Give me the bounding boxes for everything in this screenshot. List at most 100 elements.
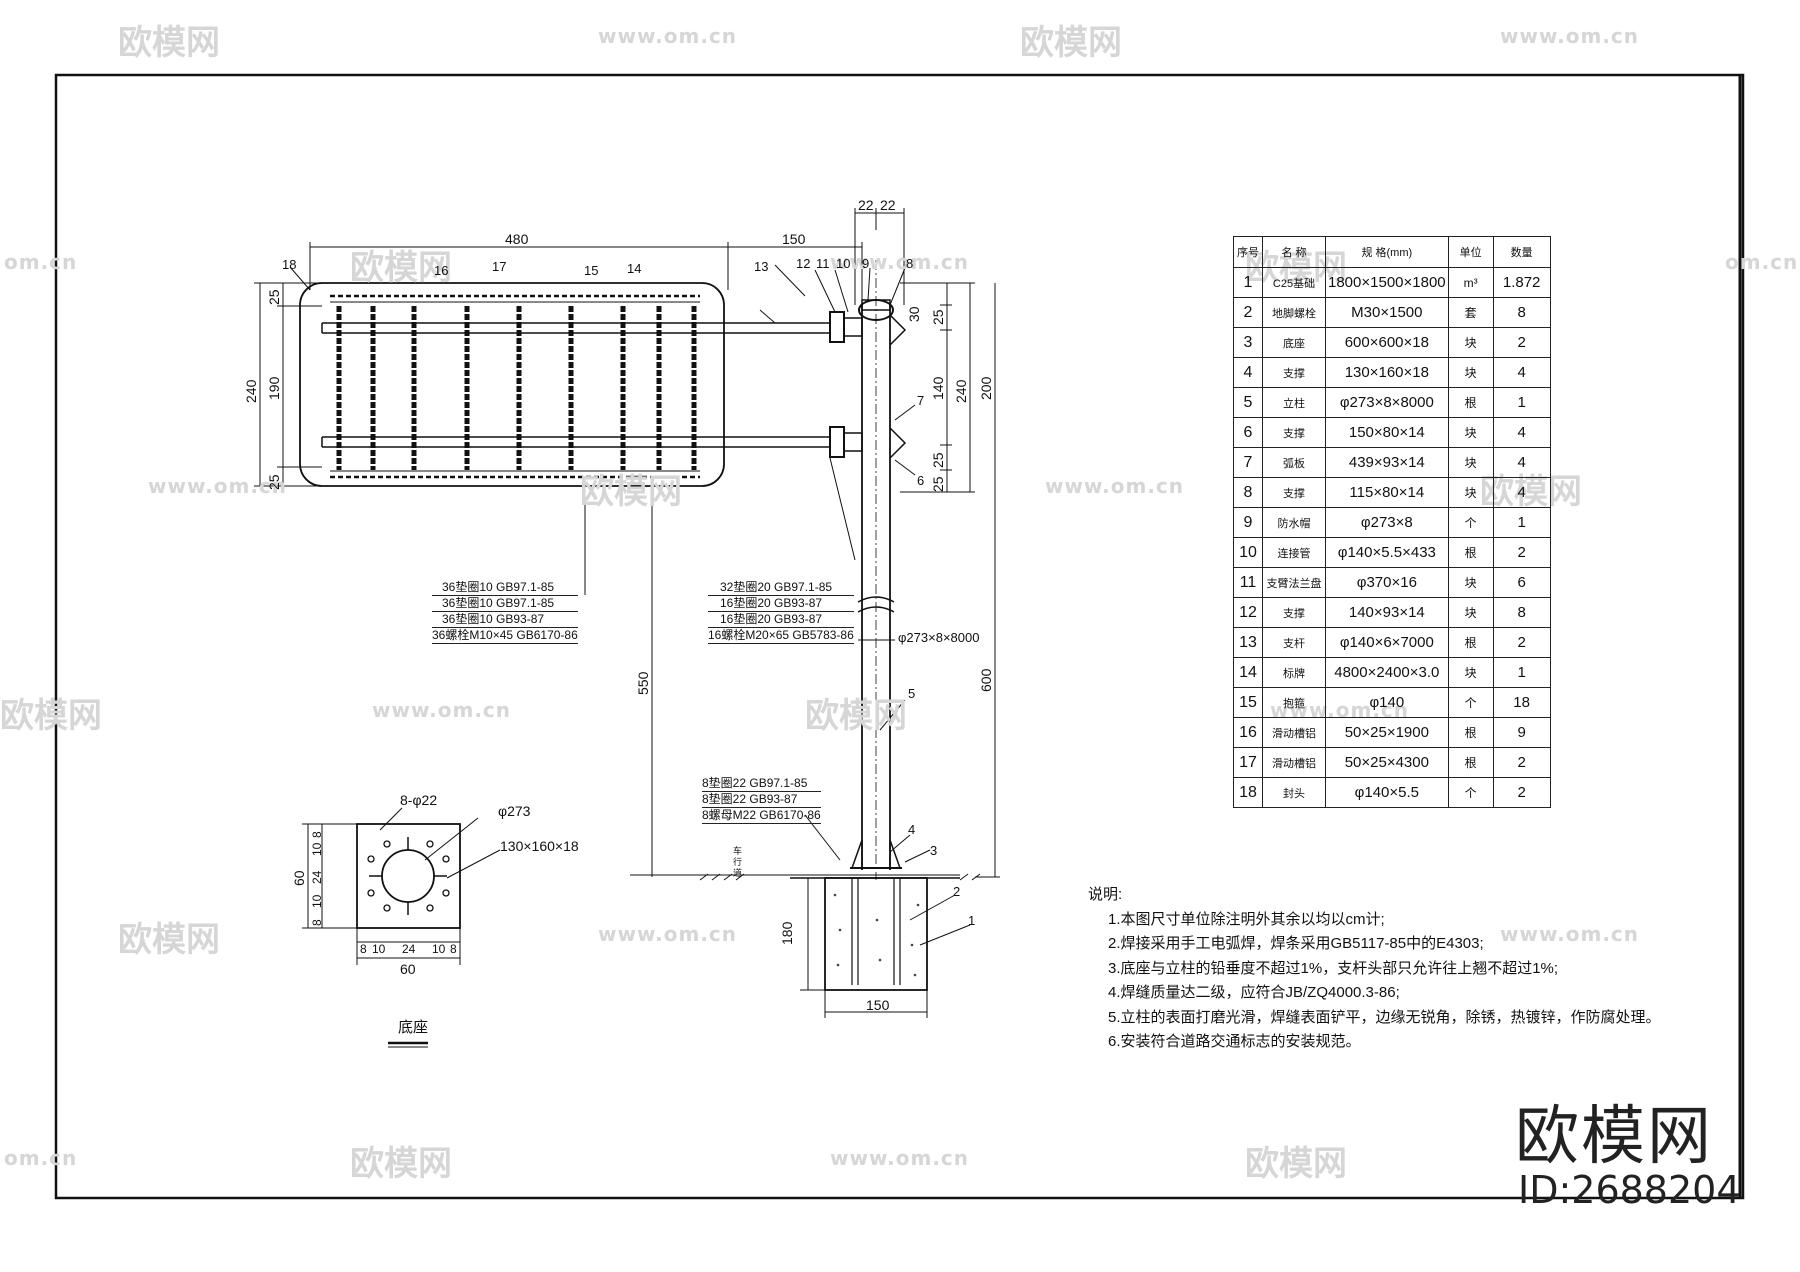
dim-right-240: 240: [953, 379, 969, 403]
table-cell: 块: [1447, 657, 1494, 688]
road-label: 车行道: [733, 846, 743, 878]
watermark-url: www.om.cn: [1045, 474, 1185, 498]
watermark-url: www.om.cn: [1500, 24, 1640, 48]
table-cell: 600×600×18: [1325, 327, 1449, 358]
table-cell: 底座: [1262, 327, 1326, 358]
table-cell: 50×25×1900: [1325, 717, 1449, 748]
bolt-line: 16垫圈20 GB93-87: [708, 596, 854, 612]
table-cell: 弧板: [1262, 447, 1326, 478]
table-cell: 3: [1233, 327, 1263, 358]
base-dim-v-4: 8: [310, 919, 324, 926]
table-cell: 块: [1447, 327, 1494, 358]
table-cell: 连接管: [1262, 537, 1326, 568]
table-cell: 2: [1492, 627, 1551, 658]
table-cell: 4800×2400×3.0: [1325, 657, 1449, 688]
table-cell: 根: [1447, 387, 1494, 418]
table-cell: 块: [1447, 567, 1494, 598]
table-cell: 8: [1233, 477, 1263, 508]
notes-title: 说明:: [1088, 886, 1123, 903]
dim-right-140: 140: [930, 376, 946, 400]
table-cell: 防水帽: [1262, 507, 1326, 538]
table-cell: 439×93×14: [1325, 447, 1449, 478]
table-cell: 封头: [1262, 777, 1326, 808]
table-cell: 13: [1233, 627, 1263, 658]
callout-3: 3: [930, 843, 938, 858]
pole-spec-label: φ273×8×8000: [898, 630, 980, 645]
table-cell: 1: [1492, 507, 1551, 538]
watermark-url: www.om.cn: [830, 1146, 970, 1170]
watermark-url: om.cn: [4, 1146, 78, 1170]
table-cell: 1.872: [1492, 267, 1551, 298]
table-cell: M30×1500: [1325, 297, 1449, 328]
note-item: 4.焊缝质量达二级，应符合JB/ZQ4000.3-86;: [1108, 984, 1400, 1001]
watermark-logo: 欧模网: [118, 23, 220, 63]
col-header: 序号: [1233, 236, 1263, 268]
watermark-logo: 欧模网: [805, 696, 907, 736]
col-header: 名 称: [1262, 236, 1326, 268]
table-cell: 2: [1492, 537, 1551, 568]
base-detail-title: 底座: [398, 1019, 429, 1036]
dim-right-25a: 25: [930, 309, 946, 325]
watermark-url: www.om.cn: [598, 922, 738, 946]
base-dim-h-3: 10: [432, 942, 446, 956]
table-cell: 1800×1500×1800: [1325, 267, 1449, 298]
pole: [829, 260, 907, 880]
dim-total-600: 600: [978, 668, 994, 692]
base-dim-v-3: 10: [310, 894, 324, 908]
callout-11: 11: [816, 256, 830, 271]
foundation: [630, 873, 981, 991]
watermark-url: om.cn: [4, 250, 78, 274]
table-cell: 6: [1233, 417, 1263, 448]
watermark-url: www.om.cn: [148, 474, 288, 498]
table-cell: 地脚螺栓: [1262, 297, 1326, 328]
watermark-logo: 欧模网: [1245, 1144, 1347, 1184]
watermark-logo: 欧模网: [0, 696, 102, 736]
table-cell: 5: [1233, 387, 1263, 418]
table-header-row: 序号 名 称 规 格(mm) 单位 数量: [1233, 236, 1551, 268]
table-cell: 14: [1233, 657, 1263, 688]
table-cell: 140×93×14: [1325, 597, 1449, 628]
table-cell: 支杆: [1262, 627, 1326, 658]
sign-board: [299, 282, 830, 487]
table-cell: 支撑: [1262, 477, 1326, 508]
note-item: 3.底座与立柱的铅垂度不超过1%，支杆头部只允许往上翘不超过1%;: [1108, 959, 1559, 977]
table-cell: 4: [1233, 357, 1263, 388]
table-cell: m³: [1447, 267, 1494, 298]
dim-clearance-550: 550: [635, 671, 651, 695]
table-cell: 18: [1492, 687, 1551, 718]
table-cell: 滑动槽铝: [1262, 747, 1326, 778]
dim-sign-width: 480: [505, 231, 529, 247]
callout-2: 2: [953, 884, 961, 899]
col-header: 规 格(mm): [1325, 236, 1449, 268]
base-plate-detail: [302, 807, 501, 1048]
dimension-lines: [254, 208, 1000, 1018]
watermark-logo: 欧模网: [350, 248, 452, 288]
note-item: 1.本图尺寸单位除注明外其余以均以cm计;: [1108, 910, 1385, 928]
base-plate-label: 130×160×18: [500, 838, 579, 854]
table-cell: 8: [1492, 597, 1551, 628]
col-header: 数量: [1492, 236, 1551, 268]
base-pipe-label: φ273: [498, 803, 531, 819]
table-cell: 个: [1447, 507, 1494, 538]
table-cell: 115×80×14: [1325, 477, 1449, 508]
base-dim-v-2: 24: [310, 870, 324, 884]
col-header: 单位: [1447, 236, 1494, 268]
callout-4: 4: [908, 822, 916, 837]
dim-arm-length: 150: [782, 231, 806, 247]
table-cell: φ140×5.5: [1325, 777, 1449, 808]
table-cell: 根: [1447, 627, 1494, 658]
dim-left-25a: 25: [266, 289, 282, 305]
bolt-line: 36螺栓M10×45 GB6170-86: [432, 628, 578, 644]
table-cell: 根: [1447, 717, 1494, 748]
